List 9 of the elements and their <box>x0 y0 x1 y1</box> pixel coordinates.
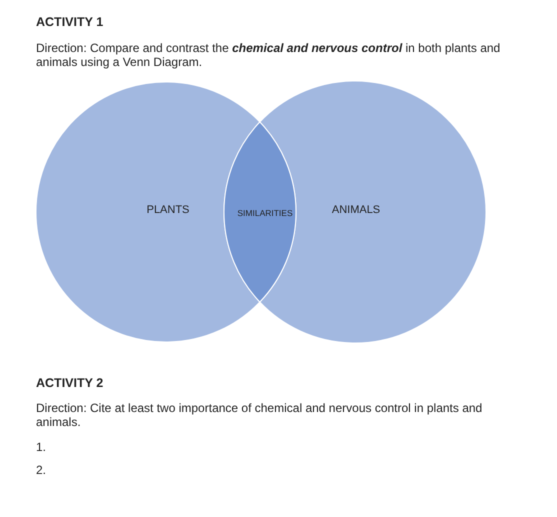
list-number: 1. <box>36 440 46 454</box>
region-label: PLANTS <box>146 204 190 216</box>
instruction-text: Direction: Compare and contrast the chemical and nervous control in both plants and animals using a Venn Diagram. <box>36 41 502 69</box>
heading: ACTIVITY 2 <box>36 376 104 390</box>
heading: ACTIVITY 1 <box>36 15 104 29</box>
instruction-text: Direction: Cite at least two importance of chemical and nervous control in plants and animals. <box>36 401 484 429</box>
region-label: ANIMALS <box>332 204 380 216</box>
list-number: 2. <box>36 463 46 477</box>
region-label: SIMILARITIES <box>237 208 293 218</box>
